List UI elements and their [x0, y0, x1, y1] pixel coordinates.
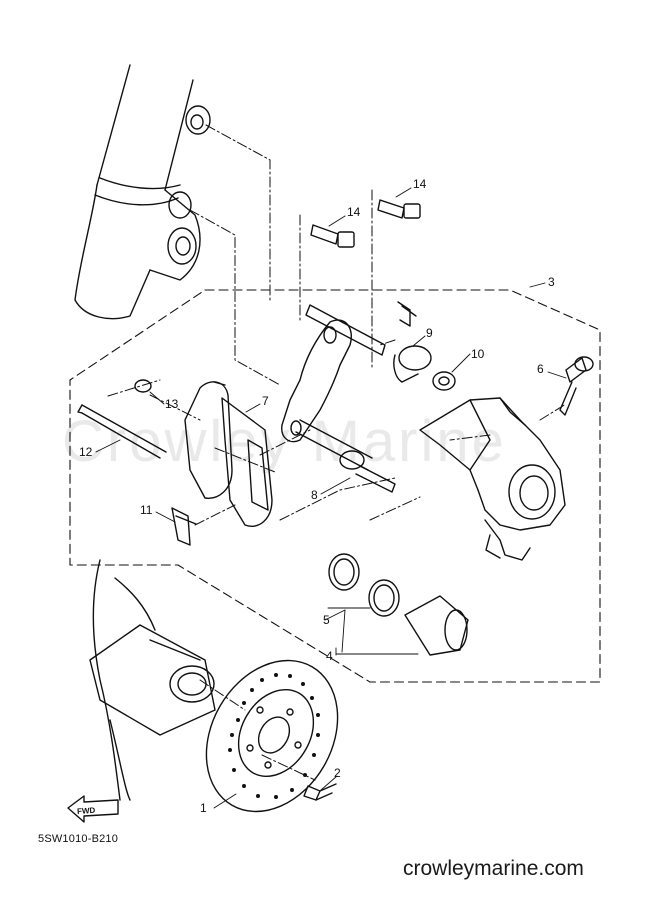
brake-pad-7-inner — [184, 381, 233, 499]
drawing-code: 5SW1010-B210 — [38, 833, 119, 845]
wheel-hub — [89, 559, 216, 801]
bleed-screw-6 — [559, 356, 594, 416]
caliper-body — [419, 397, 566, 561]
fwd-label: FWD — [77, 806, 96, 816]
leader-lines — [95, 187, 567, 809]
callout-13: 13 — [165, 397, 179, 411]
callout-12: 12 — [79, 445, 93, 459]
caliper-assembly-boundary — [69, 289, 601, 683]
callout-numbers: 1 2 3 4 5 6 7 8 9 10 11 12 13 14 14 — [79, 177, 555, 815]
callout-11: 11 — [140, 503, 153, 517]
bolt-14-lower — [310, 224, 355, 248]
callout-1: 1 — [200, 801, 207, 815]
pad-spring-clip — [397, 301, 417, 327]
clip-13 — [134, 379, 152, 393]
bracket-pin-8 — [339, 450, 396, 493]
bolt-14-upper — [377, 199, 421, 219]
callout-6: 6 — [537, 362, 544, 376]
fwd-arrow-icon — [67, 795, 119, 823]
disc-bolt — [303, 783, 337, 801]
piston-seals-5 — [328, 553, 400, 617]
callout-2: 2 — [334, 766, 341, 780]
brake-pad-7-outer — [221, 397, 273, 527]
callout-4: 4 — [326, 649, 333, 663]
callout-7: 7 — [262, 394, 269, 408]
pad-spring-11 — [171, 507, 197, 546]
pad-pin-12 — [77, 404, 167, 459]
callout-14-lower: 14 — [347, 205, 361, 219]
callout-3: 3 — [548, 275, 555, 289]
caliper-bracket — [281, 304, 386, 471]
callout-10: 10 — [471, 347, 485, 361]
piston-4 — [404, 595, 469, 656]
boot-9 — [393, 345, 432, 383]
site-url: crowleymarine.com — [403, 857, 584, 880]
assembly-lines — [107, 124, 567, 781]
brake-disc — [205, 659, 339, 813]
callout-8: 8 — [311, 488, 318, 502]
callout-14-upper: 14 — [413, 177, 427, 191]
callout-5: 5 — [323, 613, 330, 627]
seal-10 — [432, 371, 456, 391]
front-fork — [74, 64, 211, 320]
callout-9: 9 — [426, 326, 433, 340]
